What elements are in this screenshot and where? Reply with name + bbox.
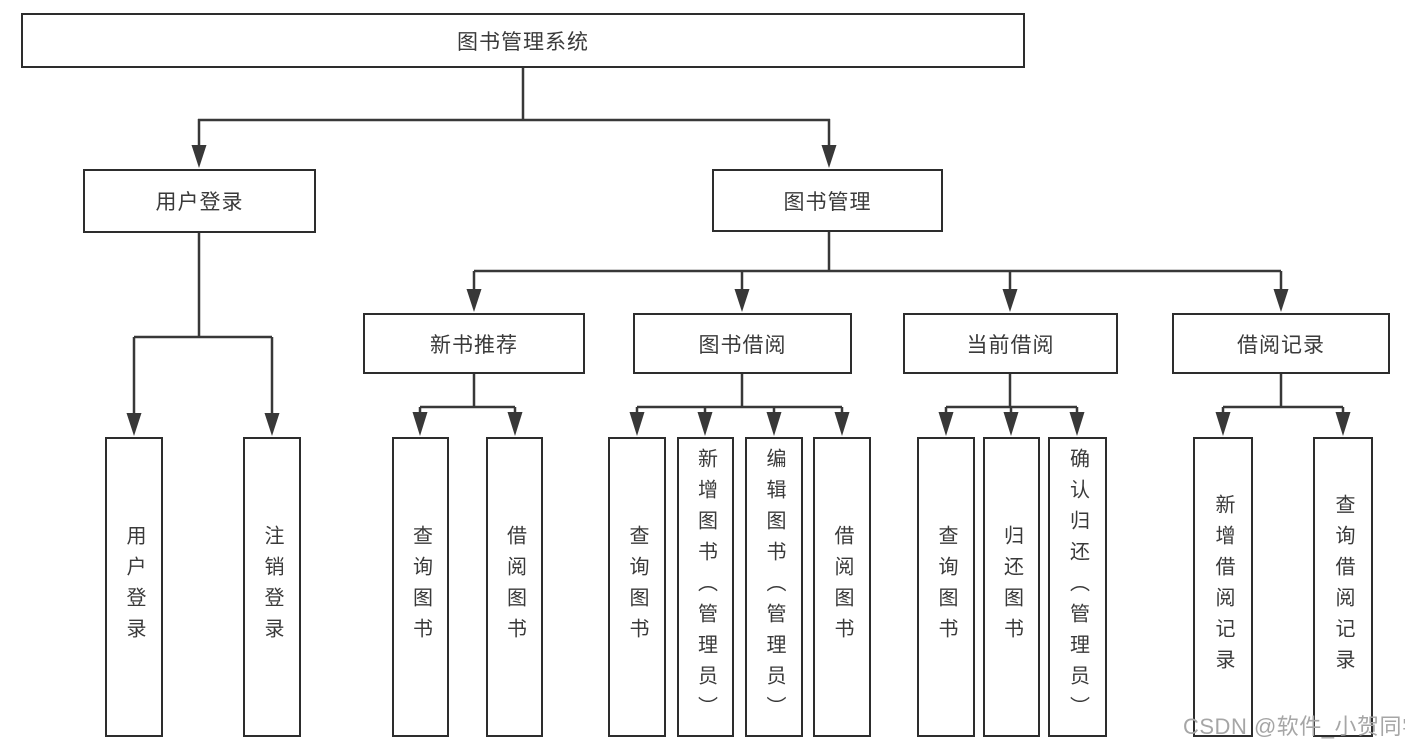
connector-cb-to-leaves xyxy=(944,373,1079,413)
node-borrowing-records: 借阅记录 xyxy=(1172,313,1390,374)
leaf-borrow-books: 借阅图书 xyxy=(813,437,871,737)
node-current-borrowing: 当前借阅 xyxy=(903,313,1118,374)
csdn-watermark: CSDN @软件_小贺同学 xyxy=(1183,714,1405,739)
node-library-management-system: 图书管理系统 xyxy=(21,13,1025,68)
leaf-borrow-books-recommend: 借阅图书 xyxy=(486,437,543,737)
node-book-management: 图书管理 xyxy=(712,169,943,232)
connector-br-to-leaves xyxy=(1221,373,1345,413)
leaf-query-books-current: 查询图书 xyxy=(917,437,975,737)
leaf-add-books-admin: 新增图书（管理员） xyxy=(677,437,734,737)
leaf-logout-login: 注销登录 xyxy=(243,437,301,737)
leaf-add-borrow-record: 新增借阅记录 xyxy=(1193,437,1253,737)
leaf-user-login: 用户登录 xyxy=(105,437,163,737)
leaf-return-books: 归还图书 xyxy=(983,437,1040,737)
leaf-confirm-return-admin: 确认归还（管理员） xyxy=(1048,437,1107,737)
connector-bookmgmt-to-level3 xyxy=(472,232,1283,290)
connector-bb-to-leaves xyxy=(635,373,844,413)
connector-userlogin-to-leaves xyxy=(132,232,274,414)
connector-root-to-level2 xyxy=(197,68,831,147)
node-new-book-recommend: 新书推荐 xyxy=(363,313,585,374)
node-book-borrowing: 图书借阅 xyxy=(633,313,852,374)
leaf-query-borrow-record: 查询借阅记录 xyxy=(1313,437,1373,737)
leaf-query-books-borrowing: 查询图书 xyxy=(608,437,666,737)
connector-nbr-to-leaves xyxy=(418,373,517,413)
leaf-edit-books-admin: 编辑图书（管理员） xyxy=(745,437,803,737)
node-user-login: 用户登录 xyxy=(83,169,316,233)
leaf-query-books-recommend: 查询图书 xyxy=(392,437,449,737)
